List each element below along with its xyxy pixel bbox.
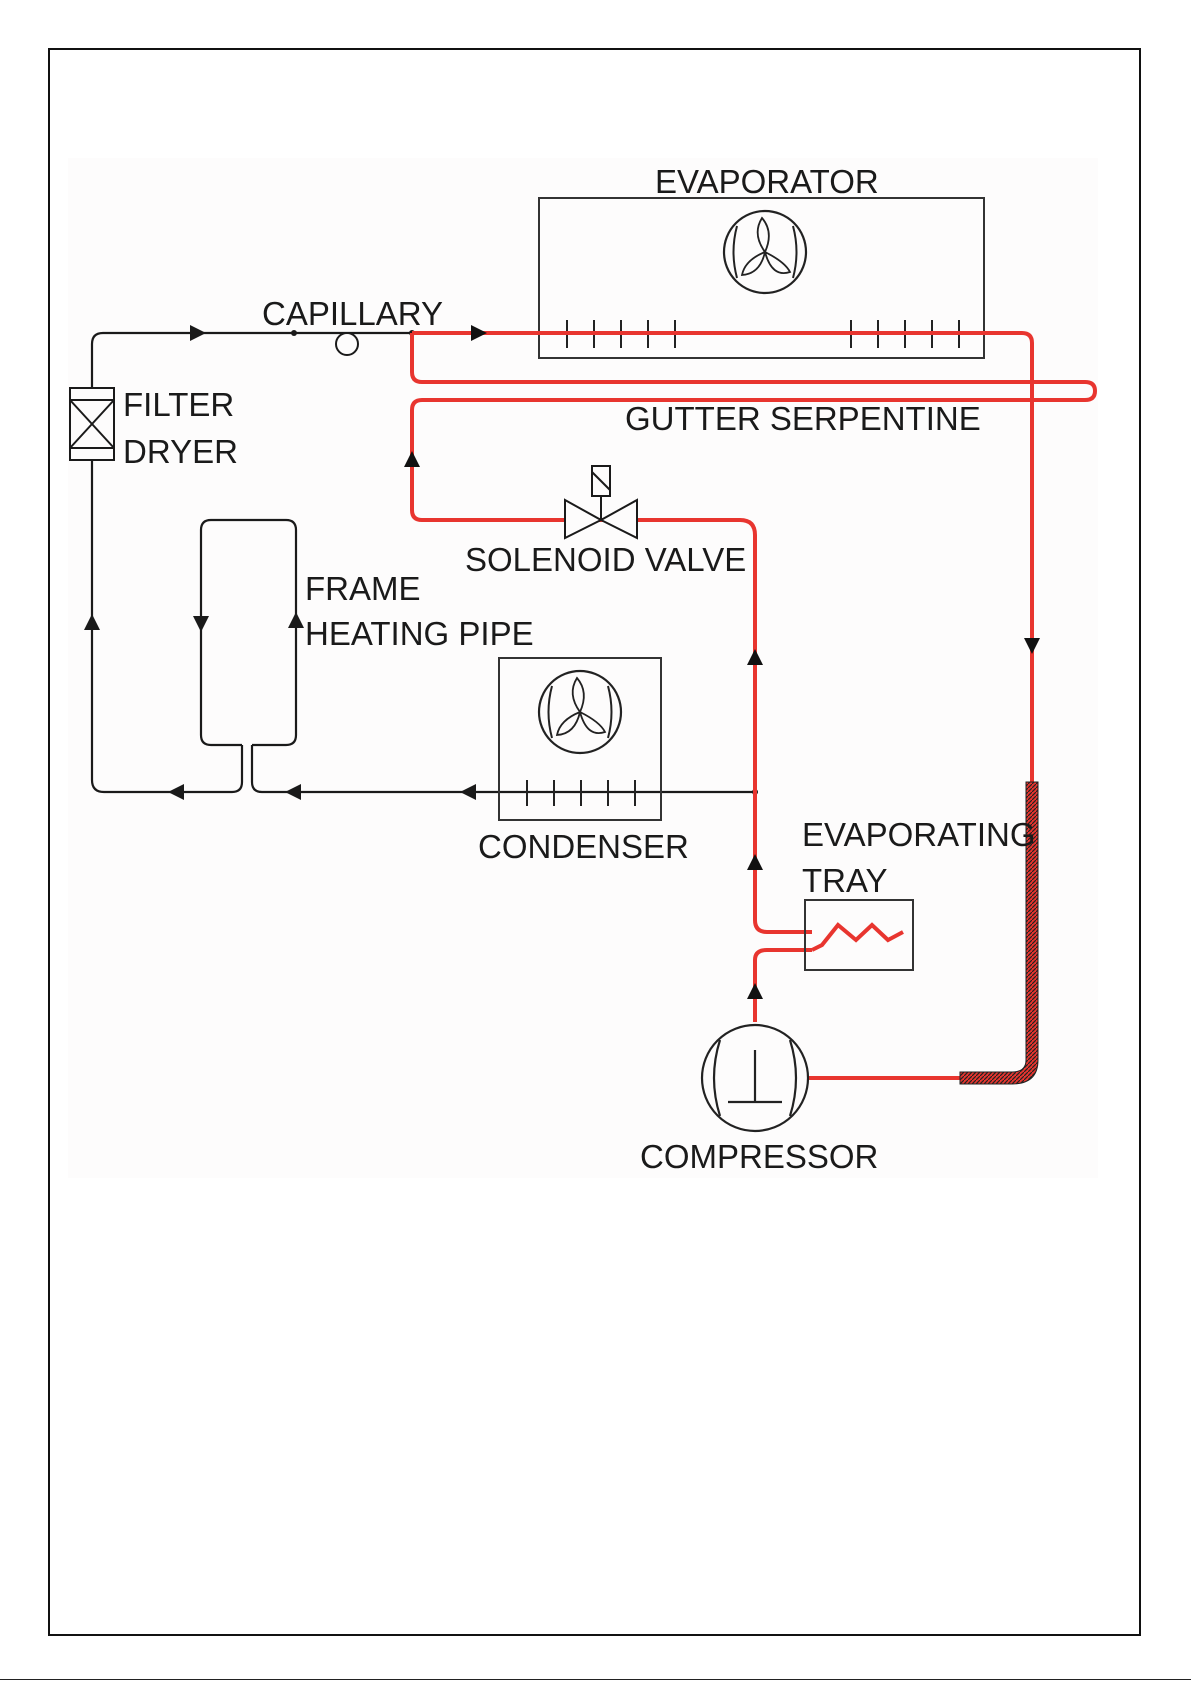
evaporating-label: EVAPORATING <box>802 816 1035 853</box>
heating-pipe-label: HEATING PIPE <box>305 615 534 652</box>
evaporator-label: EVAPORATOR <box>655 163 879 200</box>
capillary-label: CAPILLARY <box>262 295 443 332</box>
filter-dryer-icon <box>70 388 114 460</box>
gutter-serpentine-label: GUTTER SERPENTINE <box>625 400 981 437</box>
compressor-label: COMPRESSOR <box>640 1138 878 1175</box>
diagram-panel <box>68 158 1098 1178</box>
solenoid-valve-label: SOLENOID VALVE <box>465 541 746 578</box>
frame-label: FRAME <box>305 570 421 607</box>
tray-label: TRAY <box>802 862 888 899</box>
compressor-icon <box>702 1025 808 1131</box>
filter-label: FILTER <box>123 386 234 423</box>
dryer-label: DRYER <box>123 433 238 470</box>
condenser-label: CONDENSER <box>478 828 689 865</box>
